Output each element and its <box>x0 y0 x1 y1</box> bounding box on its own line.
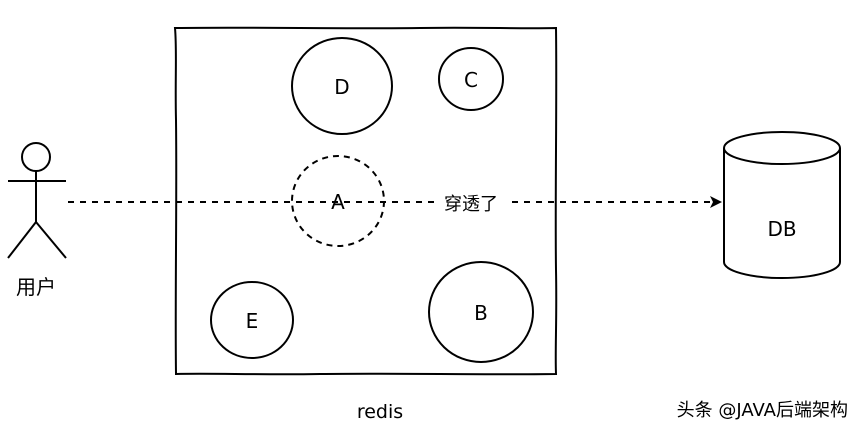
node-e-label: E <box>246 309 259 333</box>
redis-label: redis <box>357 401 403 423</box>
node-b: B <box>428 261 534 363</box>
edge-label: 穿透了 <box>434 190 508 215</box>
user-actor-icon <box>7 142 67 259</box>
node-d: D <box>291 37 393 135</box>
node-d-label: D <box>334 75 349 99</box>
node-c: C <box>438 47 504 111</box>
edge-label-text: 穿透了 <box>444 194 498 215</box>
watermark: 头条 @JAVA后端架构 <box>677 400 848 421</box>
redis-container <box>173 26 558 376</box>
node-b-label: B <box>474 301 488 325</box>
node-a-label: A <box>331 190 345 214</box>
db-cylinder: DB <box>723 131 841 279</box>
user-label: 用户 <box>16 275 56 299</box>
node-e: E <box>210 281 294 359</box>
db-label: DB <box>767 217 796 241</box>
node-c-label: C <box>464 68 478 92</box>
